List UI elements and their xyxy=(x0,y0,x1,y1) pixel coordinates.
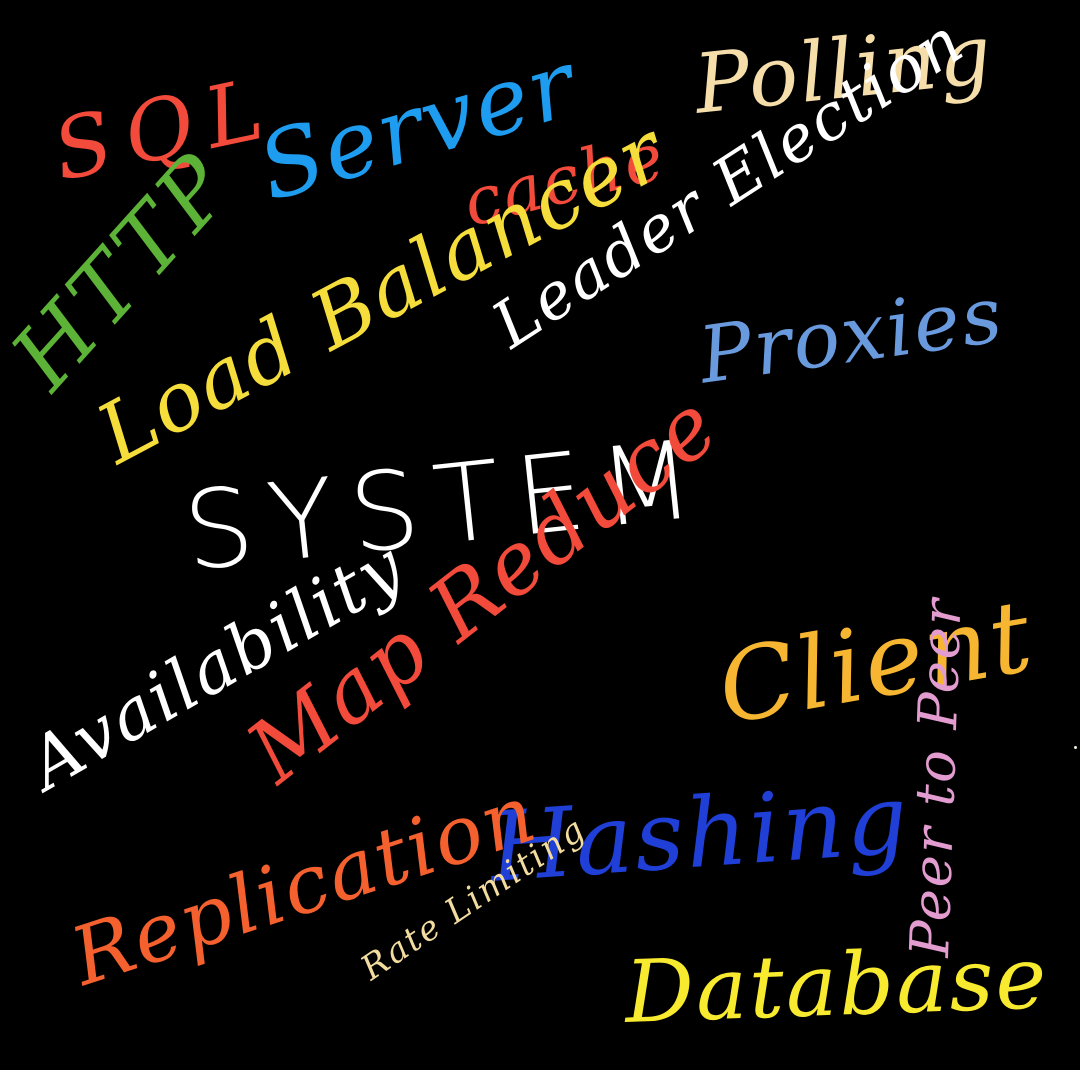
word-proxies: Proxies xyxy=(693,269,1010,402)
word-client: Client xyxy=(709,576,1042,748)
word-database: Database xyxy=(623,928,1050,1043)
stray-ink-dot xyxy=(1074,746,1077,749)
word-peer-to-peer: Peer to Peer xyxy=(898,596,974,959)
